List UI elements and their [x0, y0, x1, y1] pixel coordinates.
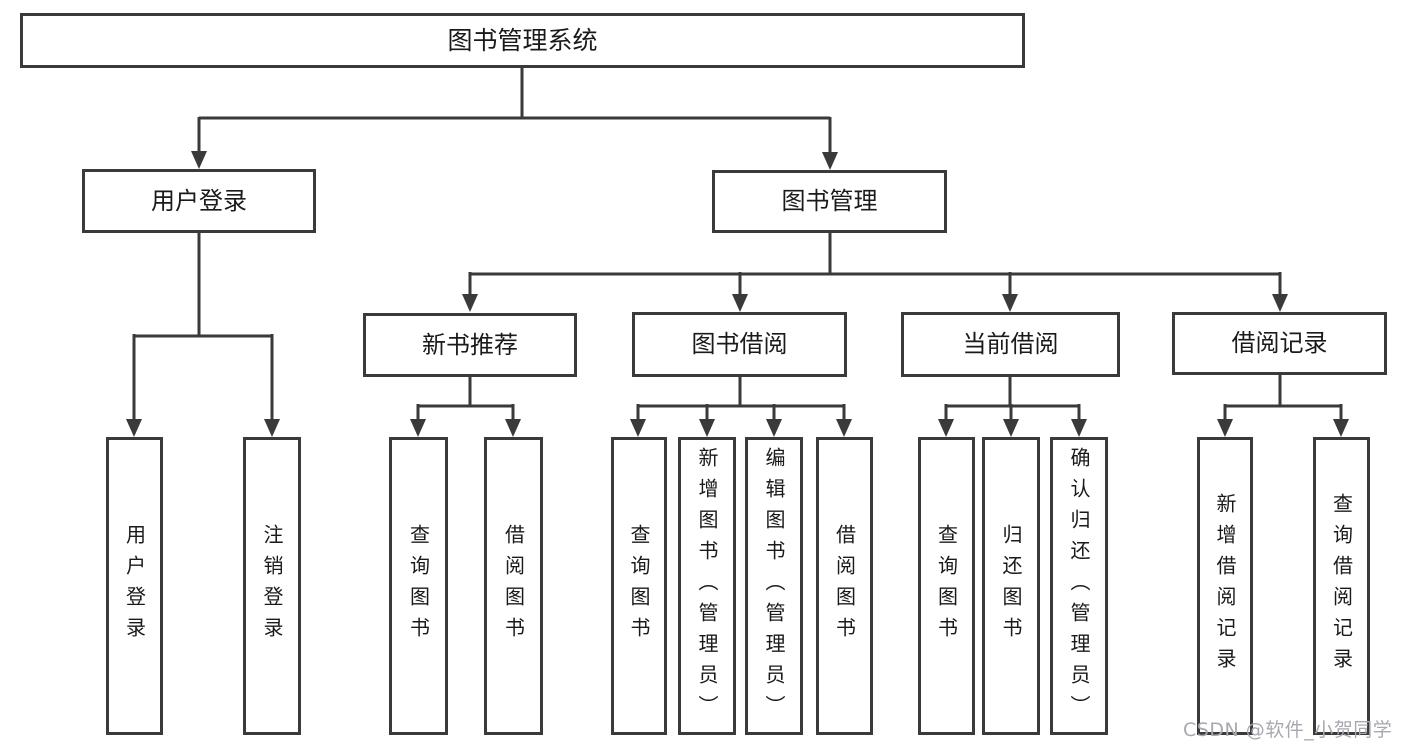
node-logout: 注销登录 [243, 437, 301, 735]
node-user-login-leaf: 用户登录 [106, 437, 163, 735]
node-borrow-books-leaf: 借阅图书 [816, 437, 873, 735]
node-label: 编辑图书（管理员） [762, 446, 786, 726]
node-label: 查询图书 [934, 524, 959, 648]
node-book-borrowing: 图书借阅 [632, 312, 847, 377]
node-label: 确认归还（管理员） [1067, 446, 1091, 726]
node-edit-books-admin: 编辑图书（管理员） [745, 437, 803, 735]
node-label: 借阅图书 [501, 524, 526, 648]
node-query-borrow-record: 查询借阅记录 [1313, 437, 1370, 735]
node-label: 当前借阅 [962, 330, 1059, 359]
node-current-borrowing: 当前借阅 [901, 312, 1120, 377]
node-label: 图书管理 [781, 187, 878, 216]
node-new-book-recommend: 新书推荐 [363, 313, 577, 377]
node-label: 用户登录 [151, 186, 247, 215]
node-label: 用户登录 [122, 524, 147, 648]
node-query-books-recommend: 查询图书 [389, 437, 448, 735]
node-label: 归还图书 [999, 524, 1023, 648]
node-borrowing-records: 借阅记录 [1172, 312, 1387, 375]
node-book-management: 图书管理 [712, 170, 947, 233]
node-add-borrow-record: 新增借阅记录 [1197, 437, 1253, 735]
node-label: 图书管理系统 [447, 25, 598, 55]
node-query-books-current: 查询图书 [918, 437, 975, 735]
node-book-management-system: 图书管理系统 [20, 13, 1025, 68]
node-label: 查询图书 [406, 524, 431, 648]
node-user-login: 用户登录 [82, 169, 316, 233]
node-label: 查询借阅记录 [1329, 493, 1354, 679]
node-label: 注销登录 [260, 524, 284, 648]
node-query-books-borrowing: 查询图书 [611, 437, 667, 735]
node-label: 新增图书（管理员） [695, 446, 719, 726]
node-return-books: 归还图书 [982, 437, 1040, 735]
node-confirm-return-admin: 确认归还（管理员） [1050, 437, 1108, 735]
node-label: 图书借阅 [691, 330, 788, 359]
tree-edges [132, 68, 1343, 421]
node-label: 新增借阅记录 [1213, 493, 1237, 679]
node-label: 借阅记录 [1231, 329, 1328, 358]
node-add-books-admin: 新增图书（管理员） [678, 437, 736, 735]
arrowhead-icons [126, 151, 1349, 437]
watermark-text: CSDN @软件_小贺同学 [1183, 719, 1393, 741]
node-label: 查询图书 [627, 524, 651, 648]
node-label: 新书推荐 [422, 330, 518, 359]
node-borrow-books-recommend: 借阅图书 [484, 437, 543, 735]
node-label: 借阅图书 [832, 524, 857, 648]
